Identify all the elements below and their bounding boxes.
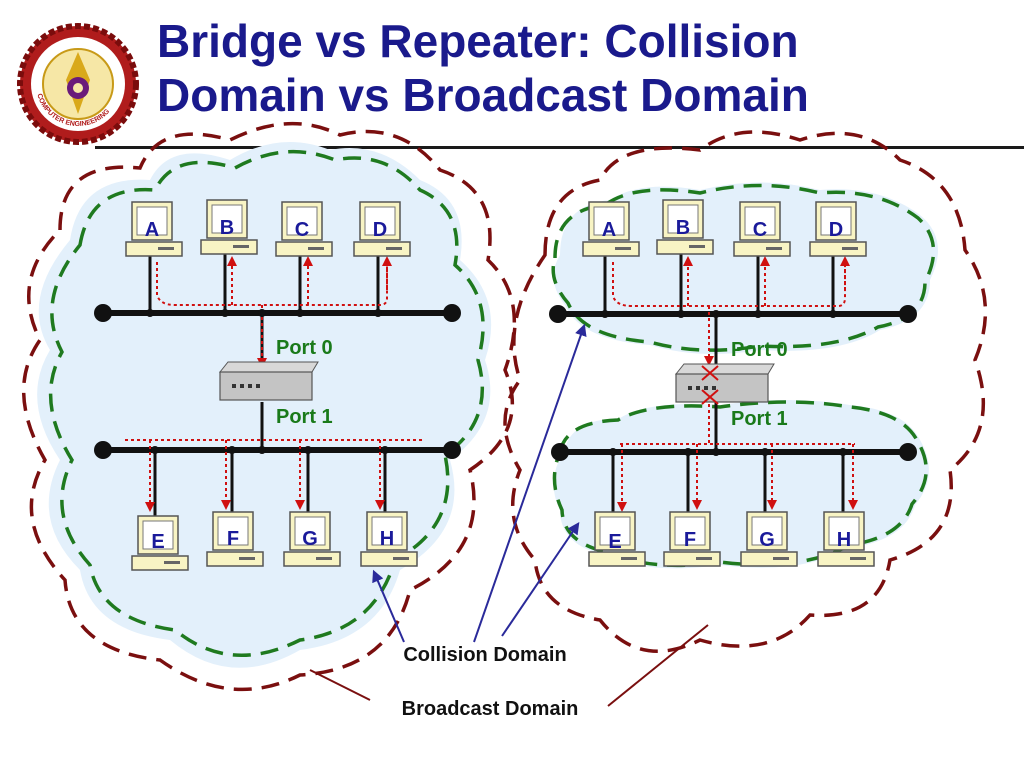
left-host-e: E	[131, 515, 189, 571]
host-label: B	[220, 217, 234, 239]
host-label: B	[676, 217, 690, 239]
right-host-e: E	[588, 511, 646, 567]
host-label: A	[145, 219, 159, 241]
right-host-f: F	[663, 511, 721, 567]
right-port0-label: Port 0	[731, 339, 788, 361]
left-host-f: F	[206, 511, 264, 567]
right-host-g: G	[740, 511, 798, 567]
collision-domain-label: Collision Domain	[403, 644, 566, 666]
host-label: F	[684, 529, 696, 551]
right-broadcast-domain-outline	[503, 130, 988, 653]
right-host-h: H	[817, 511, 875, 567]
left-host-b: B	[200, 199, 258, 255]
host-label: G	[759, 529, 775, 551]
right-bottom-collision-domain-outline	[552, 400, 928, 568]
left-broadcast-domain-outline	[22, 121, 516, 692]
host-label: E	[608, 531, 621, 553]
host-label: D	[829, 219, 843, 241]
host-label: C	[753, 219, 767, 241]
right-host-c: C	[733, 201, 791, 257]
callout-pointers	[309, 323, 709, 707]
left-port1-label: Port 1	[276, 406, 333, 428]
broadcast-domain-label: Broadcast Domain	[402, 698, 579, 720]
left-collision-domain-outline	[48, 149, 485, 658]
university-seal-logo: COMPUTER ENGINEERING	[17, 23, 139, 145]
left-port0-label: Port 0	[276, 337, 333, 359]
title-line-1: Bridge vs Repeater: Collision	[157, 15, 799, 67]
left-host-c: C	[275, 201, 333, 257]
slide-title: Bridge vs Repeater: Collision Domain vs …	[157, 14, 1017, 122]
left-host-a: A	[125, 201, 183, 257]
host-label: A	[602, 219, 616, 241]
right-host-b: B	[656, 199, 714, 255]
host-label: H	[837, 529, 851, 551]
left-host-h: H	[360, 511, 418, 567]
left-network: A B C D E F G H Port 0 Port 1	[22, 121, 516, 692]
blocked-x-icon	[701, 365, 719, 405]
host-label: C	[295, 219, 309, 241]
host-label: G	[302, 528, 318, 550]
host-label: E	[151, 531, 164, 553]
host-label: F	[227, 528, 239, 550]
right-top-collision-domain-outline	[551, 183, 936, 352]
right-host-d: D	[809, 201, 867, 257]
right-network: A B C D E F G H Port 0 Port 1	[503, 130, 988, 653]
title-divider	[95, 146, 1024, 149]
right-host-a: A	[582, 201, 640, 257]
title-line-2: Domain vs Broadcast Domain	[157, 69, 809, 121]
host-label: D	[373, 219, 387, 241]
left-host-g: G	[283, 511, 341, 567]
left-host-d: D	[353, 201, 411, 257]
host-label: H	[380, 528, 394, 550]
right-port1-label: Port 1	[731, 408, 788, 430]
left-cloud-fill	[37, 142, 492, 668]
